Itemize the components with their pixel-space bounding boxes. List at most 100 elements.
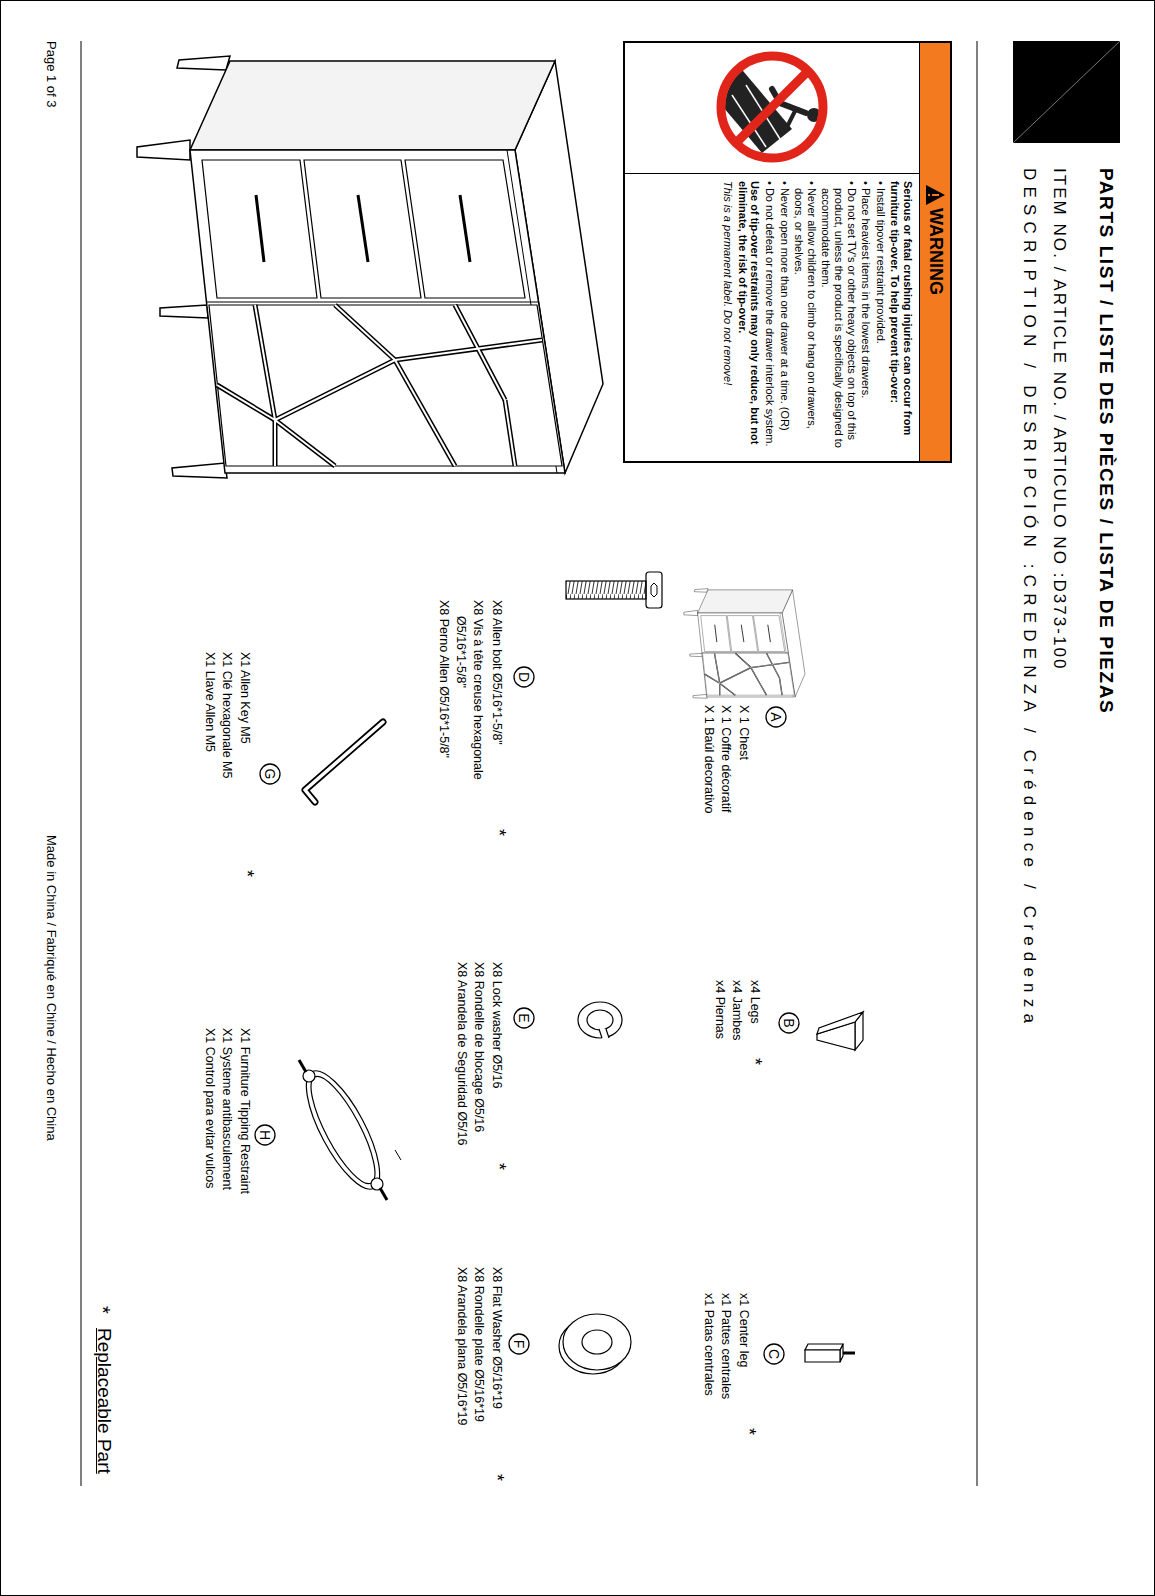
part-label: X8 Perno Allen Ø5/16*1-5/8" [437,600,452,758]
restraint-illustration [293,1060,401,1200]
callout-letter: E [513,1007,535,1029]
part-label: x1 Pattes centrales [719,1293,734,1399]
part-label: X8 Allen bolt Ø5/16*1-5/8" [489,600,504,745]
page-title: PARTS LIST / LISTE DES PIÈCES / LISTA DE… [1094,168,1117,714]
replaceable-mark: * [737,1428,759,1435]
door-pattern-inner [217,305,542,466]
side-face [190,61,555,150]
part-label: X8 Lock washer Ø5/16 [489,962,504,1088]
callout-circle-outline [779,1013,799,1033]
drawer-handle [256,195,264,262]
part-label: X 1 Baúl decorativo [701,705,716,813]
part-callout: H [254,1124,276,1146]
origin-note: Made in China / Fabriqué en Chine / Hech… [43,835,59,1141]
part-callout: D [513,666,535,688]
part-label: X1 Systeme antibasculement [220,1028,235,1190]
warning-bullet: • Do not defeat or remove the drawer int… [763,181,776,457]
callout-circle-outline [509,1334,529,1354]
callout-letter: A [765,706,787,728]
replaceable-mark: * [487,1163,509,1170]
part-label: X8 Rondelle plate Ø5/16*19 [472,1267,487,1422]
callout-circle-outline [766,707,786,727]
callout-letter: D [513,666,535,688]
callout-letter: B [778,1012,800,1034]
part-label: X8 Arandela plana Ø5/16*19 [454,1267,469,1425]
part-label: X8 Flat Washer Ø5/16*19 [489,1267,504,1409]
front-face [190,150,565,473]
part-label: X1 Allen Key M5 [237,652,252,744]
warning-bullet: • Never open more than one drawer at a t… [778,181,791,457]
page-number: Page 1 of 3 [43,41,59,108]
callout-circle-outline [255,1125,275,1145]
child-arm [786,109,796,129]
warning-body: Serious or fatal crushing injuries can o… [720,181,914,457]
leg [177,56,230,70]
door-pattern [217,305,542,466]
callout-circle-outline [514,1008,534,1028]
part-callout: F [508,1333,530,1355]
center-leg [160,305,208,318]
prohibition-ring [721,56,823,158]
callout-letter: G [259,763,281,785]
part-label: X8 Rondelle de blocage Ø5/16 [472,962,487,1132]
corner-block [1013,41,1120,143]
warning-mark [932,194,939,196]
drawer-handle [358,195,368,262]
part-label: x1 Center leg [736,1293,751,1367]
callout-letter: F [508,1333,530,1355]
flat-washer-illustration [559,1314,631,1374]
drawer-handle [460,195,470,262]
chest-thumbnail [684,589,805,699]
drawer [202,160,317,298]
part-label: X1 Clé hexagonale M5 [220,652,235,778]
warning-bullet: • Install tipover restraint provided. [874,181,887,457]
callout-letter: H [254,1124,276,1146]
callout-circle-outline [260,764,280,784]
warning-bullet: • Do not set TV's or other heavy objects… [820,181,858,457]
footer-rule [81,41,82,1486]
callout-circle-outline [514,667,534,687]
part-label: X1 Furniture Tipping Restraint [237,1028,252,1194]
warning-label: WARNING Serious or fatal crushing injurie… [623,41,952,463]
warning-footnote: This is a permanent label. Do not remove… [722,181,735,457]
header-divider [919,43,920,461]
allen-key-illustration [305,722,383,802]
drawer [405,160,525,298]
icon-divider [625,173,920,174]
replaceable-mark: * [235,870,257,877]
part-label: x4 Legs [747,980,762,1024]
header-rule [977,41,978,1486]
warning-heading: WARNING [925,208,946,295]
part-label: X8 Vis à tête creuse hexagonale Ø5/16*1-… [452,600,487,815]
part-label: X 1 Chest [736,705,751,760]
prohibition-bar [736,71,808,143]
replaceable-mark: * [91,1306,115,1314]
part-callout: G [259,763,281,785]
lock-washer-illustration [578,1002,622,1039]
part-label: X1 Llave Allen M5 [202,652,217,752]
part-callout: B [778,1012,800,1034]
replaceable-note: Replaceable Part [92,1328,115,1474]
replaceable-mark: * [743,1058,765,1065]
door-divider [207,301,538,302]
part-callout: E [513,1007,535,1029]
credenza-illustration [137,56,603,478]
warning-bullet: • Place heaviest items in the lowest dra… [860,181,873,457]
warning-dot [928,194,930,196]
leg [137,140,190,160]
warning-bullet: • Never allow children to climb or hang … [793,181,818,457]
warning-triangle [926,185,945,205]
warning-statement: Serious or fatal crushing injuries can o… [889,181,914,457]
bolt-illustration [566,572,662,608]
part-callout: A [765,706,787,728]
center-leg-illustration [805,1344,855,1362]
part-label: x4 Jambes [730,980,745,1040]
warning-header-bar [920,41,952,463]
replaceable-mark: * [485,1474,507,1481]
corner-diagonal [1013,41,1120,143]
callout-circle-outline [764,1344,784,1364]
drawer [304,160,421,298]
